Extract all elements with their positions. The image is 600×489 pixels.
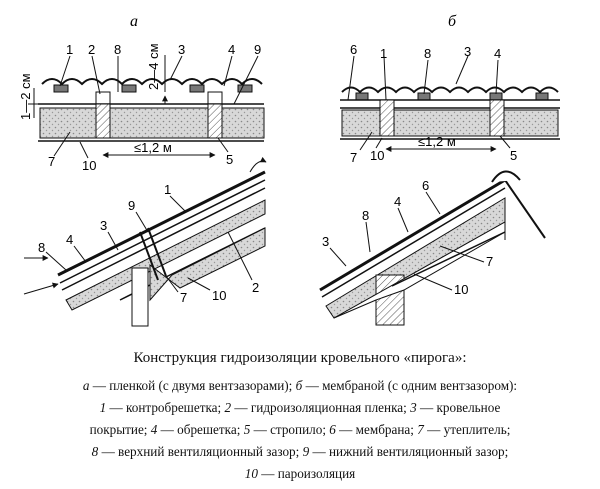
- roofing-slope: [319, 178, 506, 292]
- legend-line-5: 10 — пароизоляция: [244, 466, 356, 481]
- rafter: [207, 103, 223, 139]
- airflow-arrow: [249, 156, 267, 173]
- label-3: 3: [100, 218, 107, 233]
- roofing-wave-b: [341, 86, 559, 94]
- vapor-barrier: [391, 231, 506, 287]
- legend-line-2: 1 — контробрешетка; 2 — гидроизоляционна…: [99, 400, 501, 415]
- label-5: 5: [226, 152, 233, 167]
- label-6: 6: [350, 42, 357, 57]
- dim-top-label: 2—4 см: [146, 43, 161, 90]
- ceiling-insulation: [149, 227, 266, 302]
- batten: [237, 84, 253, 93]
- panel-label-a: а: [130, 13, 138, 30]
- label-8: 8: [362, 208, 369, 223]
- label-8: 8: [424, 46, 431, 61]
- pitched-b: [319, 170, 546, 326]
- batten: [355, 92, 369, 101]
- leaders-a: [53, 55, 259, 159]
- label-8: 8: [114, 42, 121, 57]
- dim-span-label-b: ≤1,2 м: [418, 134, 456, 149]
- roofing-slope: [57, 170, 266, 277]
- pitched-a: [23, 156, 267, 327]
- insulation: [39, 107, 265, 139]
- dim-span-label-a: ≤1,2 м: [134, 140, 172, 155]
- legend-line-3: покрытие; 4 — обрешетка; 5 — стропило; 6…: [89, 422, 511, 437]
- labels: а б 2—4 см 1—2 см ≤1,2 м ≤1,2 м 1 2 8 3 …: [18, 13, 517, 305]
- label-5: 5: [510, 148, 517, 163]
- label-7: 7: [48, 154, 55, 169]
- batten: [535, 92, 549, 101]
- batten: [121, 84, 137, 93]
- label-10: 10: [212, 288, 226, 303]
- caption-title: Конструкция гидроизоляции кровельного «п…: [133, 350, 467, 366]
- ridge-slope: [504, 179, 546, 239]
- counter-batten: [95, 91, 111, 105]
- section-b: [340, 55, 560, 152]
- label-1: 1: [380, 46, 387, 61]
- label-6: 6: [422, 178, 429, 193]
- batten: [189, 84, 205, 93]
- label-4: 4: [66, 232, 73, 247]
- wall: [131, 267, 149, 327]
- label-10: 10: [82, 158, 96, 173]
- rafter: [489, 99, 505, 137]
- counter-batten: [207, 91, 223, 105]
- insulation: [65, 199, 266, 311]
- label-1: 1: [66, 42, 73, 57]
- label-1: 1: [164, 182, 171, 197]
- roofing-wave-a: [41, 78, 263, 86]
- label-3: 3: [178, 42, 185, 57]
- label-4: 4: [394, 194, 401, 209]
- batten: [489, 92, 503, 101]
- leaders-pa: [45, 195, 253, 293]
- label-9: 9: [254, 42, 261, 57]
- section-mark: [139, 231, 159, 281]
- legend-line-4: 8 — верхний вентиляционный зазор; 9 — ни…: [91, 444, 509, 459]
- batten: [417, 92, 431, 101]
- label-3: 3: [464, 44, 471, 59]
- roof-diagram: а б 2—4 см 1—2 см ≤1,2 м ≤1,2 м 1 2 8 3 …: [18, 13, 560, 327]
- label-8: 8: [38, 240, 45, 255]
- leaders-b: [347, 55, 511, 151]
- insulation: [325, 197, 506, 319]
- label-10: 10: [454, 282, 468, 297]
- insulation: [341, 109, 559, 137]
- label-3: 3: [322, 234, 329, 249]
- label-9: 9: [128, 198, 135, 213]
- panel-label-b: б: [448, 13, 457, 30]
- label-7: 7: [180, 290, 187, 305]
- film-line: [61, 187, 266, 291]
- label-10: 10: [370, 148, 384, 163]
- label-4: 4: [228, 42, 235, 57]
- label-7: 7: [486, 254, 493, 269]
- section-mark: [147, 227, 167, 277]
- label-7: 7: [350, 150, 357, 165]
- airflow-arrow: [23, 282, 59, 295]
- legend-line-1: а — пленкой (с двумя вентзазорами); б — …: [82, 378, 518, 393]
- caption-legend: а — пленкой (с двумя вентзазорами); б — …: [0, 375, 600, 485]
- dim-side-label: 1—2 см: [18, 73, 33, 120]
- ceiling: [333, 221, 506, 319]
- label-2: 2: [88, 42, 95, 57]
- label-2: 2: [252, 280, 259, 295]
- rafter: [95, 103, 111, 139]
- section-a: [28, 55, 265, 159]
- rafter: [379, 99, 395, 137]
- ridge-cap: [491, 170, 521, 183]
- label-4: 4: [494, 46, 501, 61]
- leaders-pb: [329, 191, 485, 291]
- batten-line: [59, 179, 266, 284]
- batten: [53, 84, 69, 93]
- membrane-line: [321, 187, 506, 298]
